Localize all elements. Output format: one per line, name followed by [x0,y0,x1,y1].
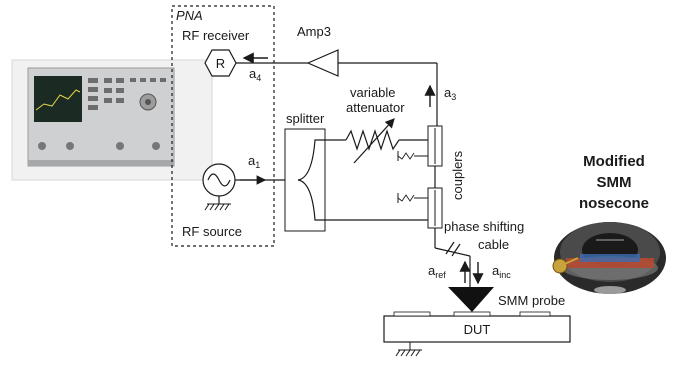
termination-resistor-icon [397,193,415,203]
amp3-triangle [306,49,339,77]
attenuator-adjust-arrow [353,118,395,164]
sine-wave-icon [207,173,231,187]
smm-probe-tip [448,287,494,312]
nosecone-title-line2: SMM [597,174,632,191]
rf-source-label: RF source [182,224,242,239]
ground-icon [204,203,231,211]
splitter-label: splitter [286,111,325,126]
receiver-letter: R [216,56,225,71]
network-analyzer-instrument [11,59,213,181]
termination-resistor-icon [397,151,415,161]
variable-label: variable [350,85,396,100]
nosecone-illustration [552,222,666,294]
a3-label: a3 [444,85,456,102]
nosecone-title-line1: Modified [583,153,645,170]
splitter-box [284,128,326,232]
dut-block [383,315,571,343]
instrument-screen [34,76,82,122]
smm-probe-label: SMM probe [498,293,565,308]
rf-receiver-label: RF receiver [182,28,250,43]
a4-label: a4 [249,66,261,83]
aref-label: aref [428,263,446,280]
cable-label: cable [478,237,509,252]
amp3-label: Amp3 [297,24,331,39]
dut-label: DUT [464,322,491,337]
a1-label: a1 [248,153,260,170]
ground-icon [395,342,422,357]
attenuator-label: attenuator [346,100,405,115]
variable-attenuator [345,129,400,151]
phase-shifting-label: phase shifting [444,219,524,234]
ainc-label: ainc [492,263,511,280]
pna-dashed-box [171,5,275,247]
pna-label: PNA [176,8,203,23]
couplers-label: couplers [450,150,465,200]
nosecone-title-line3: nosecone [579,195,649,212]
